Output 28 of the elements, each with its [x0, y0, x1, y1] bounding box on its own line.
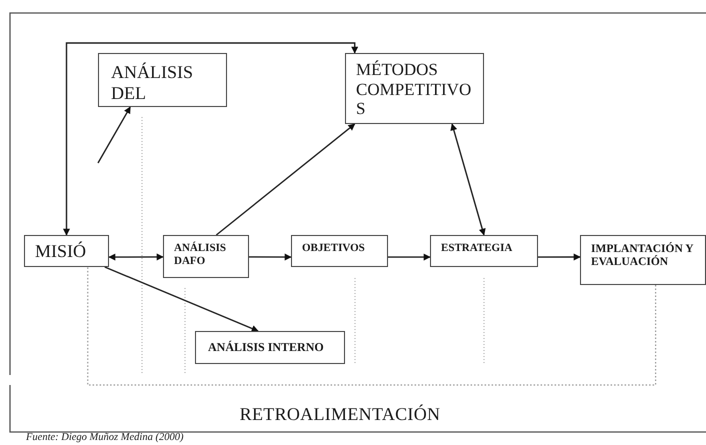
process-box — [98, 53, 227, 107]
arrow — [450, 123, 486, 236]
box-label: ANÁLISIS INTERNO — [208, 340, 325, 354]
arrow — [108, 253, 164, 261]
feedback-label: RETROALIMENTACIÓN — [238, 404, 442, 425]
arrow — [63, 42, 358, 236]
process-box — [580, 235, 706, 285]
box-label: MÉTODOS COMPETITIVOS — [356, 60, 472, 119]
process-box — [430, 235, 538, 267]
process-box — [163, 235, 249, 278]
box-label: IMPLANTACIÓN Y EVALUACIÓN — [591, 243, 694, 270]
arrow — [388, 254, 431, 261]
arrow — [216, 123, 356, 236]
arrow — [97, 106, 131, 164]
arrow — [249, 254, 292, 261]
process-box — [195, 331, 345, 364]
source-caption: Fuente: Diego Muñoz Medina (2000) — [26, 432, 184, 443]
box-label: ESTRATEGIA — [441, 242, 514, 255]
box-label: MISIÓ — [35, 240, 88, 262]
connector-line — [87, 267, 656, 386]
box-label: OBJETIVOS — [302, 242, 366, 255]
process-box — [345, 53, 484, 124]
box-label: ANÁLISIS DAFO — [174, 242, 227, 268]
box-label: ANÁLISIS DEL — [111, 62, 194, 104]
process-box — [291, 235, 388, 267]
arrow — [104, 266, 259, 332]
process-box — [24, 235, 109, 267]
arrow — [538, 254, 581, 260]
